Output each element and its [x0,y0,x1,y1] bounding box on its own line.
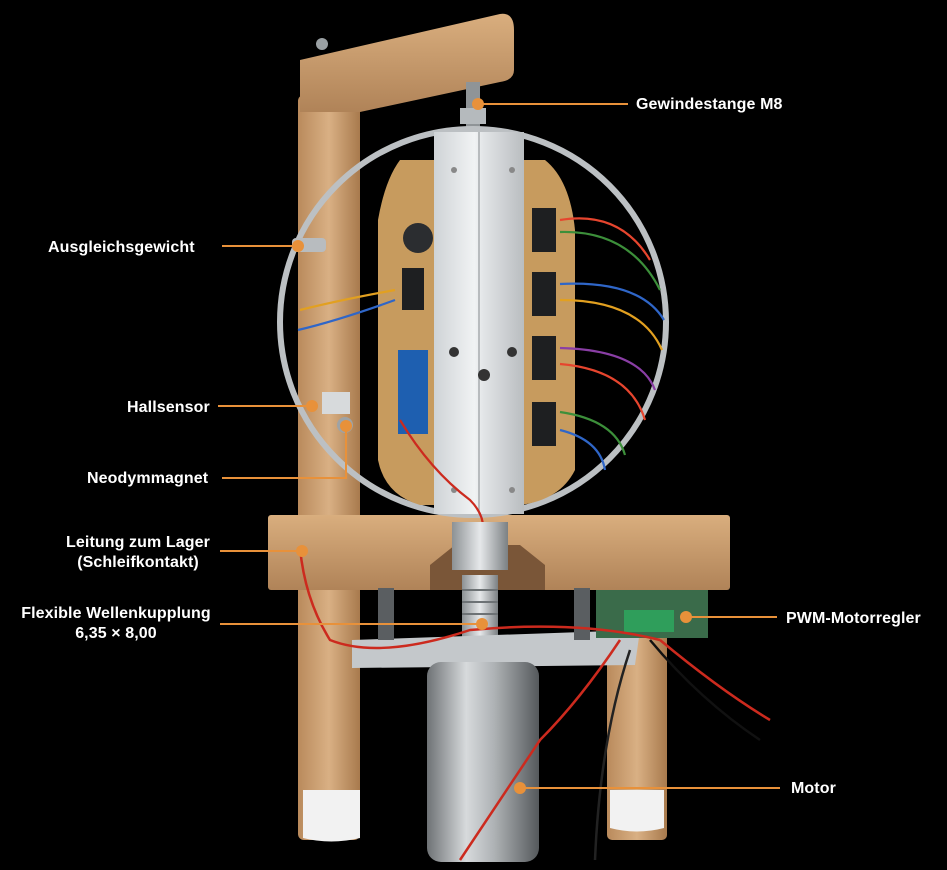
label-neodymmagnet: Neodymmagnet [87,469,208,489]
label-gewindestange-text: Gewindestange M8 [636,96,783,113]
wiring-bundle [297,217,665,546]
arduino-board [398,350,428,434]
callout-lines [218,103,780,789]
capacitor [403,223,433,253]
label-gewindestange: Gewindestange M8 [636,95,783,115]
rotating-ring [277,126,669,518]
hall-sensor-body [322,392,350,414]
label-ausgleichsgewicht: Ausgleichsgewicht [48,238,195,258]
label-kupplung: Flexible Wellenkupplung 6,35 × 8,00 [14,604,218,644]
motor-body [427,662,539,862]
label-leitung: Leitung zum Lager (Schleifkontakt) [59,533,217,573]
label-neodymmagnet-text: Neodymmagnet [87,470,209,487]
power-cables [298,547,771,861]
label-motor: Motor [791,779,836,799]
label-hallsensor-text: Hallsensor [127,399,210,416]
label-kupplung-line1: Flexible Wellenkupplung [21,605,211,622]
label-hallsensor: Hallsensor [127,398,210,418]
label-motorregler: PWM-Motorregler [786,609,921,629]
label-kupplung-line2: 6,35 × 8,00 [75,625,157,642]
bearing [452,522,508,570]
motor-mount-plate [352,630,640,668]
callout-dots [292,98,692,794]
label-motor-text: Motor [791,780,836,797]
label-leitung-line2: (Schleifkontakt) [77,554,199,571]
label-ausgleichsgewicht-text: Ausgleichsgewicht [48,239,195,256]
label-motorregler-text: PWM-Motorregler [786,610,921,627]
shift-register-chips [402,208,556,446]
label-leitung-line1: Leitung zum Lager [66,534,210,551]
